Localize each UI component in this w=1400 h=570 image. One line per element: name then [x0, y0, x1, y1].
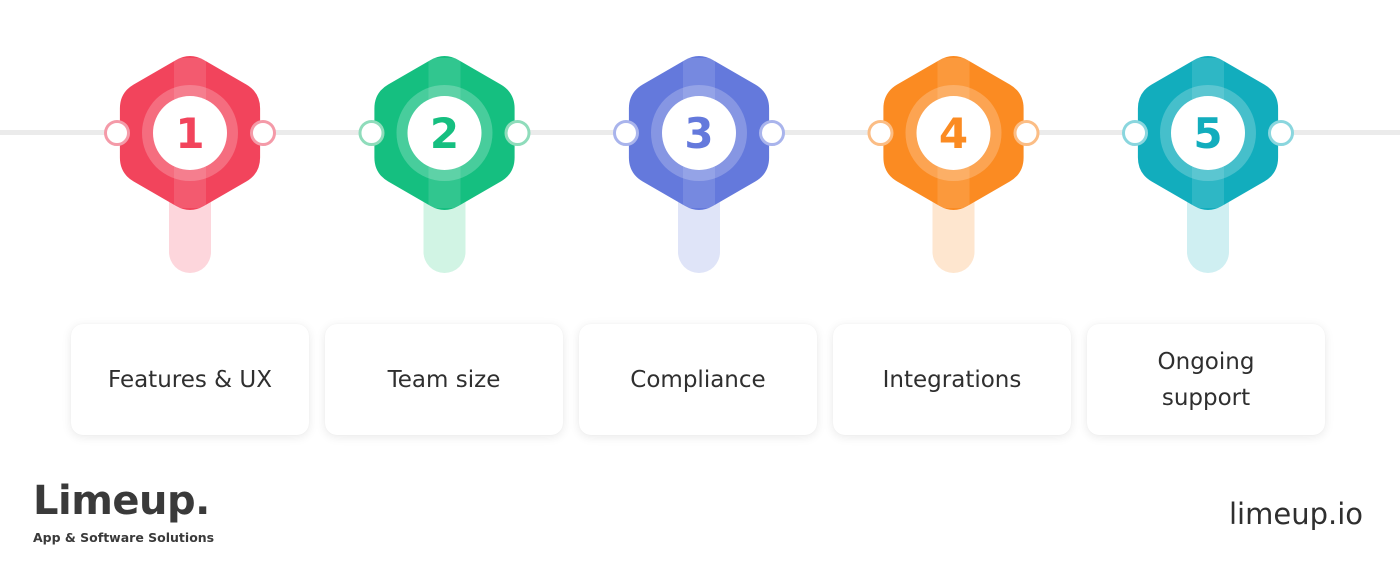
step-1-right-node	[250, 120, 276, 146]
step-label-1: Features & UX	[107, 366, 273, 393]
logo-tagline: App & Software Solutions	[33, 530, 215, 545]
step-2-right-node	[504, 120, 531, 146]
step-card-5: Ongoing support	[1087, 324, 1325, 435]
step-1-disc	[153, 96, 227, 170]
step-2-number: 2	[430, 109, 459, 158]
step-label-5: Ongoing support	[1157, 348, 1255, 411]
step-card-4: Integrations	[833, 324, 1071, 435]
step-label-2: Team size	[387, 366, 501, 393]
step-4-left-node	[867, 120, 894, 146]
step-4: 4	[867, 56, 1040, 273]
step-3-disc	[662, 96, 736, 170]
step-3-right-node	[759, 120, 785, 146]
step-5-right-node	[1268, 120, 1294, 146]
step-4-right-node	[1013, 120, 1040, 146]
step-3-left-node	[613, 120, 639, 146]
step-4-number: 4	[939, 109, 968, 158]
step-4-disc	[916, 96, 991, 170]
step-3-number: 3	[684, 109, 713, 158]
step-5-number: 5	[1193, 109, 1222, 158]
step-label-4: Integrations	[882, 366, 1022, 393]
website-url: limeup.io	[1228, 497, 1363, 531]
step-card-2: Team size	[325, 324, 563, 435]
step-diagram: 1 2 3 4 5	[0, 56, 1400, 273]
step-label-3: Compliance	[630, 366, 766, 393]
step-3: 3	[613, 56, 785, 273]
step-5-left-node	[1122, 120, 1148, 146]
step-2-disc	[407, 96, 482, 170]
step-1-number: 1	[175, 109, 204, 158]
step-2-left-node	[358, 120, 385, 146]
step-2: 2	[358, 56, 531, 273]
step-1: 1	[104, 56, 276, 273]
step-5-disc	[1171, 96, 1245, 170]
step-1-left-node	[104, 120, 130, 146]
logo-wordmark: Limeup.	[33, 478, 210, 524]
step-5: 5	[1122, 56, 1294, 273]
step-card-3: Compliance	[579, 324, 817, 435]
step-card-1: Features & UX	[71, 324, 309, 435]
brand-logo: Limeup. App & Software Solutions	[33, 478, 214, 546]
